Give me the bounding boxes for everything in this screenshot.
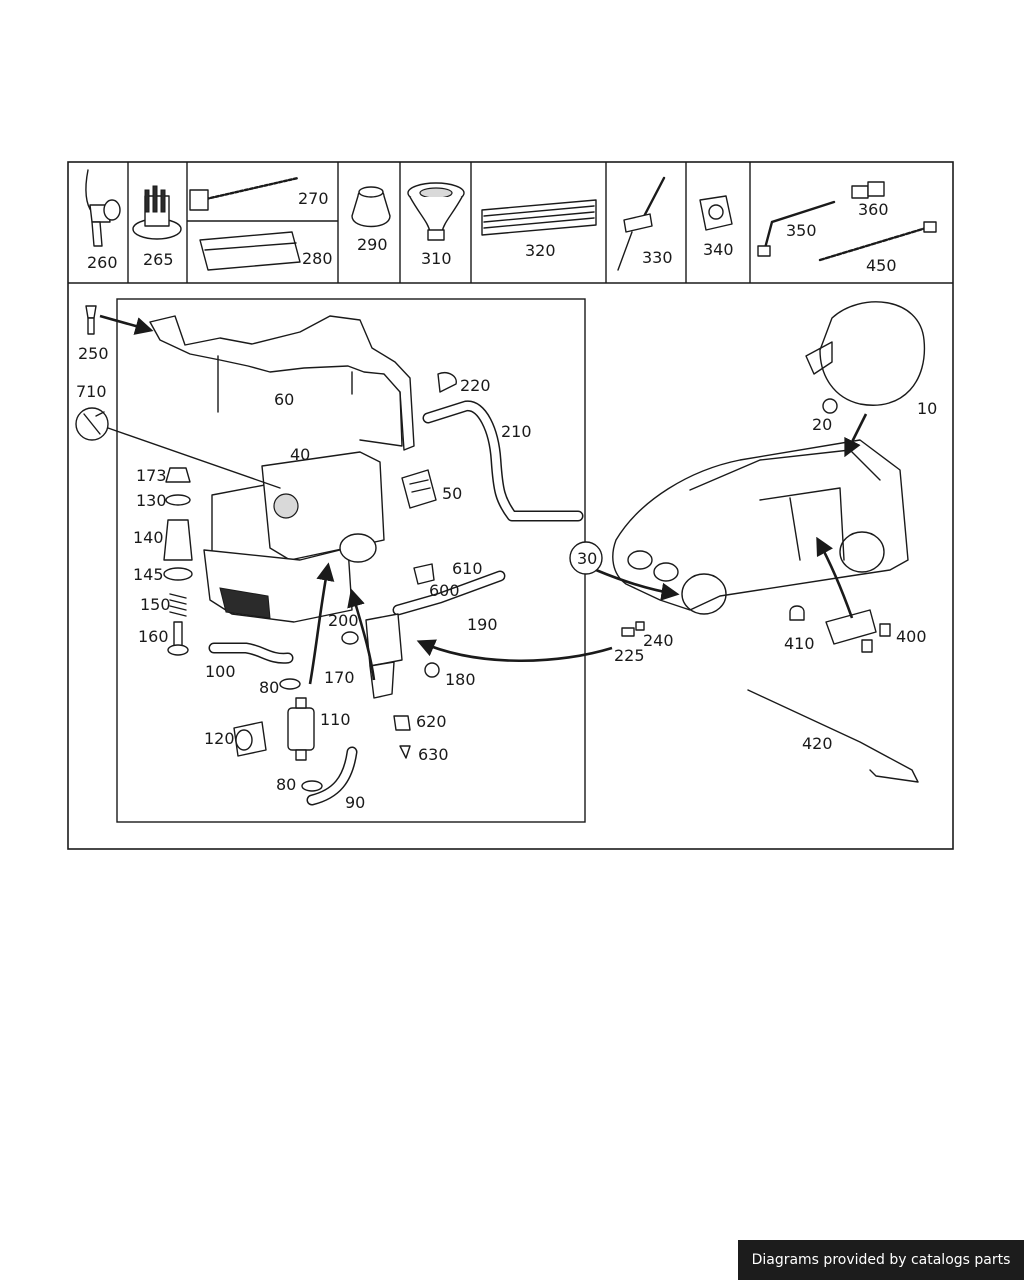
- label-360: 360: [858, 200, 889, 219]
- line-420-drawing: [747, 689, 919, 783]
- label-190: 190: [467, 615, 498, 634]
- label-130: 130: [136, 491, 167, 510]
- valve-170-drawing: [365, 613, 403, 699]
- label-160: 160: [138, 627, 169, 646]
- car-drawing: [612, 439, 909, 615]
- label-40: 40: [290, 445, 310, 464]
- reservoir-10-drawing: [805, 301, 926, 406]
- label-110: 110: [320, 710, 351, 729]
- label-80-upper: 80: [259, 678, 279, 697]
- label-145: 145: [133, 565, 164, 584]
- label-610: 610: [452, 559, 483, 578]
- label-120: 120: [204, 729, 235, 748]
- label-173: 173: [136, 466, 167, 485]
- clip-330-drawing: [617, 176, 666, 271]
- clamp-220-drawing: [437, 372, 457, 393]
- label-265: 265: [143, 250, 174, 269]
- label-60: 60: [274, 390, 294, 409]
- label-170: 170: [324, 668, 355, 687]
- leader-arrows: [99, 314, 868, 685]
- label-50: 50: [442, 484, 462, 503]
- cable-tie-270-drawing: [189, 176, 300, 211]
- connector-265-drawing: [132, 185, 182, 240]
- edge-protector-280-drawing: [199, 231, 301, 271]
- label-630: 630: [418, 745, 449, 764]
- grommet-340-drawing: [699, 195, 733, 231]
- mat-320-drawing: [481, 199, 597, 236]
- label-90: 90: [345, 793, 365, 812]
- compressor-40-drawing: [203, 451, 385, 623]
- label-150: 150: [140, 595, 171, 614]
- label-260: 260: [87, 253, 118, 272]
- mount-120-drawing: [233, 721, 267, 757]
- label-620: 620: [416, 712, 447, 731]
- label-320: 320: [525, 241, 556, 260]
- label-20: 20: [812, 415, 832, 434]
- label-200: 200: [328, 611, 359, 630]
- label-420: 420: [802, 734, 833, 753]
- label-310: 310: [421, 249, 452, 268]
- label-400: 400: [896, 627, 927, 646]
- label-140: 140: [133, 528, 164, 547]
- label-10: 10: [917, 399, 937, 418]
- label-350: 350: [786, 221, 817, 240]
- hose-450-drawing: [818, 221, 937, 262]
- label-80-lower: 80: [276, 775, 296, 794]
- fitting-360-drawing: [851, 181, 885, 199]
- label-30: 30: [577, 549, 597, 568]
- bellows-310-drawing: [407, 182, 465, 241]
- label-250: 250: [78, 344, 109, 363]
- label-410: 410: [784, 634, 815, 653]
- hose-90-drawing: [306, 746, 358, 806]
- sensor-50-drawing: [401, 469, 437, 509]
- label-240: 240: [643, 631, 674, 650]
- label-600: 600: [429, 581, 460, 600]
- footer-credit: Diagrams provided by catalogs parts: [738, 1240, 1024, 1280]
- label-330: 330: [642, 248, 673, 267]
- car-small-hardware-drawing: [621, 398, 838, 637]
- label-450: 450: [866, 256, 897, 275]
- label-100: 100: [205, 662, 236, 681]
- clip-260-drawing: [85, 169, 121, 247]
- bump-stop-290-drawing: [351, 186, 391, 228]
- label-290: 290: [357, 235, 388, 254]
- bracket-60-drawing: [149, 315, 415, 451]
- diagram-frame: [67, 161, 954, 850]
- hose-210-drawing: [422, 400, 584, 522]
- label-340: 340: [703, 240, 734, 259]
- hose-190-drawing: [392, 570, 506, 616]
- hose-100-drawing: [208, 642, 294, 664]
- filter-110-drawing: [287, 697, 315, 761]
- callout-30: [569, 541, 603, 575]
- label-180: 180: [445, 670, 476, 689]
- label-210: 210: [501, 422, 532, 441]
- tool-icon-710: [75, 407, 109, 441]
- small-hardware-drawing: [85, 305, 440, 792]
- line-350-drawing: [757, 200, 836, 257]
- small-parts-cell-dividers: [127, 162, 751, 283]
- label-710: 710: [76, 382, 107, 401]
- label-225: 225: [614, 646, 645, 665]
- label-220: 220: [460, 376, 491, 395]
- valve-block-400-drawing: [825, 609, 891, 653]
- label-280: 280: [302, 249, 333, 268]
- label-270: 270: [298, 189, 329, 208]
